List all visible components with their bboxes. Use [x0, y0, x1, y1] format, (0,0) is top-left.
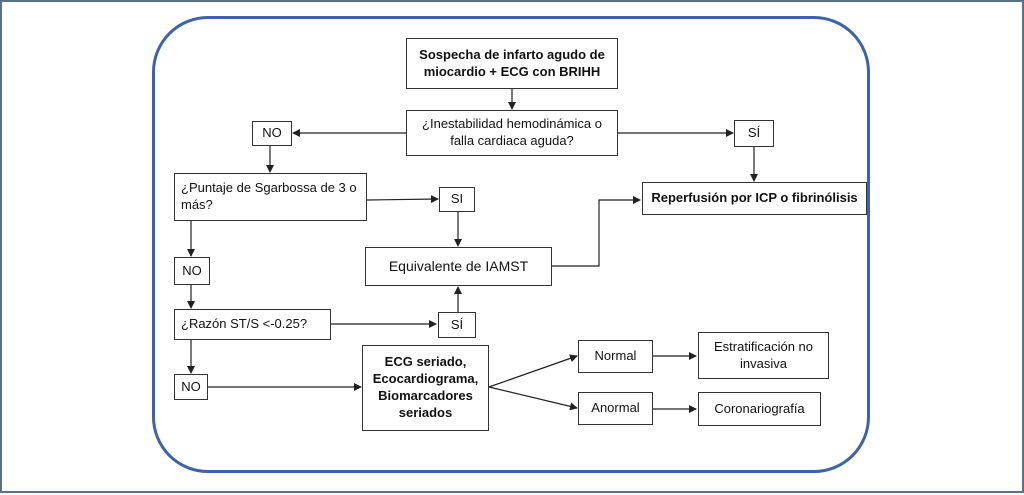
arrow-serial-to-abnormal — [488, 386, 578, 411]
box-stratification: Estratificación no invasiva — [698, 332, 829, 379]
rounded-frame — [152, 16, 870, 473]
box-start: Sospecha de infarto agudo de miocardio +… — [406, 38, 618, 89]
box-equivalent: Equivalente de IAMST — [365, 247, 552, 286]
box-angiography: Coronariografía — [698, 392, 821, 426]
box-no-3: NO — [174, 374, 208, 400]
box-yes-1: SÍ — [734, 120, 774, 147]
box-reperfusion: Reperfusión por ICP o fibrinólisis — [642, 182, 867, 215]
box-normal: Normal — [578, 340, 653, 373]
box-serial-tests: ECG seriado, Ecocardiograma, Biomarcador… — [362, 345, 489, 431]
box-yes-3: SÍ — [438, 312, 476, 338]
arrow-equivalent-to-reperfusion — [552, 196, 641, 267]
box-no-1: NO — [252, 121, 292, 146]
box-no-2: NO — [174, 257, 210, 285]
box-sgarbossa-question: ¿Puntaje de Sgarbossa de 3 o más? — [174, 173, 367, 221]
box-instability-question: ¿Inestabilidad hemodinámica o falla card… — [406, 110, 618, 156]
box-abnormal: Anormal — [578, 392, 653, 425]
box-ratio-question: ¿Razón ST/S <-0.25? — [174, 309, 331, 340]
arrow-serial-to-normal — [488, 354, 578, 388]
arrow-sgarbossa-to-yes — [366, 195, 439, 204]
box-yes-2: SI — [439, 187, 475, 212]
